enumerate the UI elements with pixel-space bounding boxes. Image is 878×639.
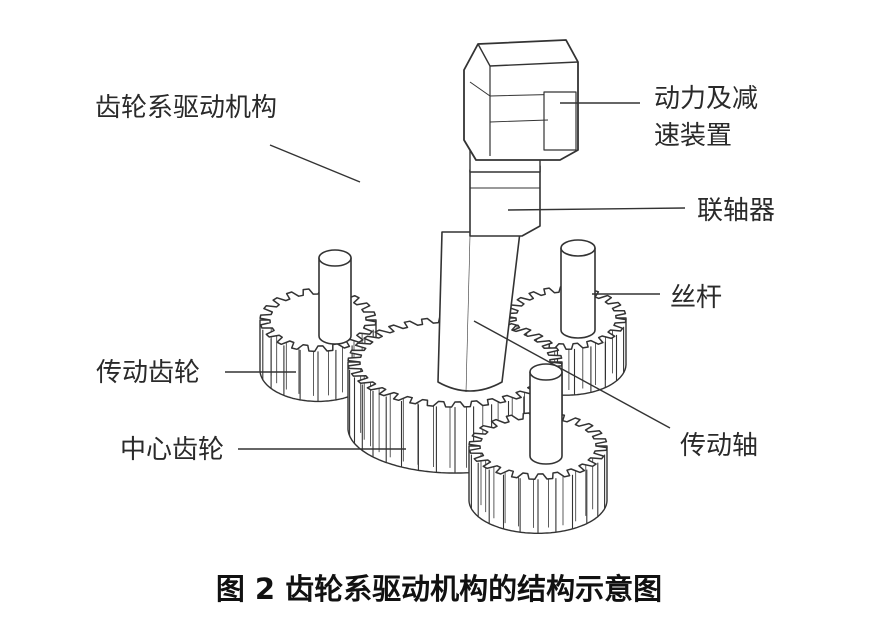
leader-drive-shaft [473, 320, 671, 429]
label-drive-gear: 传动齿轮 [96, 358, 201, 388]
label-mechanism: 齿轮系驱动机构 [95, 93, 278, 123]
label-coupling: 联轴器 [697, 196, 776, 226]
leader-coupling [507, 207, 686, 211]
front-gear-shaft [529, 363, 563, 465]
label-power-unit-line2: 速装置 [654, 121, 733, 151]
label-lead-screw: 丝杆 [670, 283, 723, 313]
label-power-unit-line1: 动力及减 [654, 84, 759, 114]
drive-gear-shaft [318, 249, 352, 345]
label-center-gear: 中心齿轮 [120, 435, 225, 465]
figure-caption: 图 2 齿轮系驱动机构的结构示意图 [215, 572, 663, 606]
leader-mechanism [269, 144, 361, 183]
lead-screw-shaft [560, 239, 596, 339]
vertical-drive-assembly [437, 39, 579, 393]
label-drive-shaft: 传动轴 [680, 431, 759, 461]
